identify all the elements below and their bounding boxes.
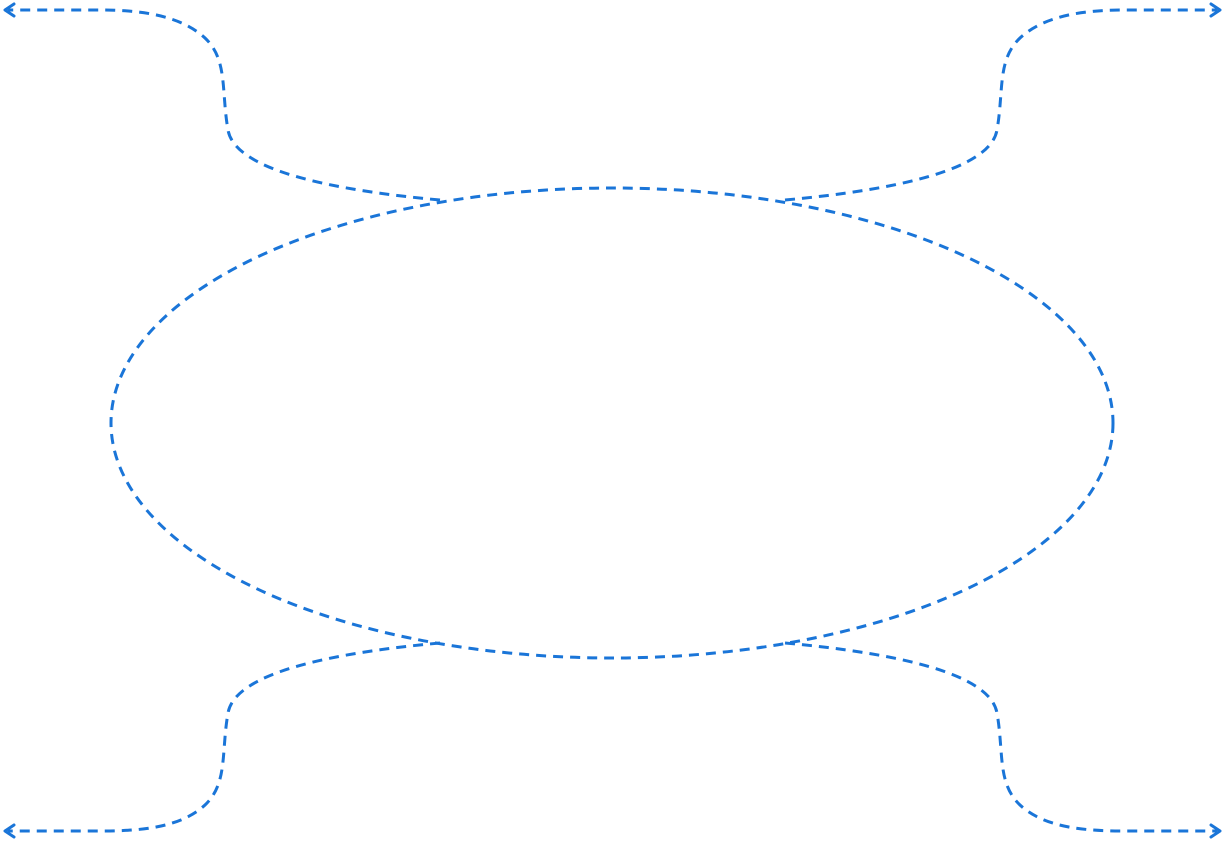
connector-bottom-left xyxy=(8,641,441,833)
arrowhead-top-left-icon xyxy=(3,2,16,18)
connector-bottom-right xyxy=(784,641,1217,833)
connector-top-right xyxy=(784,8,1217,202)
arrowhead-top-right-icon xyxy=(1209,2,1222,18)
arrowhead-bottom-right-icon xyxy=(1209,823,1222,839)
central-ellipse xyxy=(109,186,1115,660)
arrowhead-bottom-left-icon xyxy=(3,823,16,839)
connector-top-left xyxy=(8,8,441,202)
